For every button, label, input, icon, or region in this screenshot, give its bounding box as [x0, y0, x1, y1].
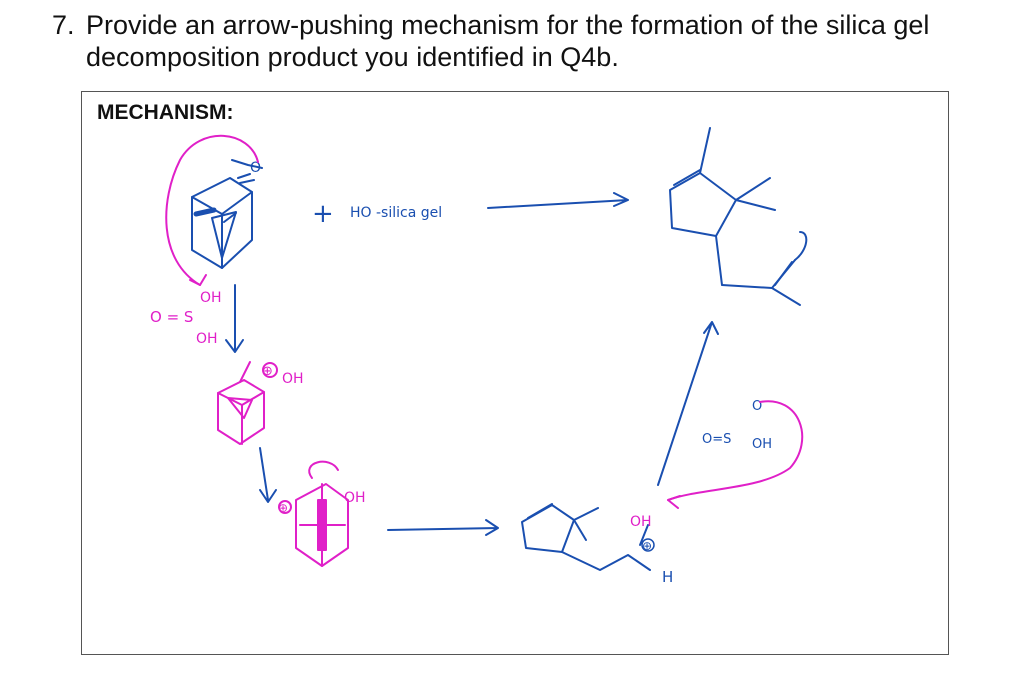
intermediate-2-charge: ⊕ — [278, 501, 288, 515]
question-text-line-2: decomposition product you identified in … — [86, 42, 619, 72]
svg-text:O: O — [250, 160, 261, 176]
intermediate-3-charge: ⊕ — [642, 539, 652, 553]
intermediate-1 — [217, 361, 278, 445]
sulfonic-oh-right: OH — [752, 437, 772, 452]
intermediate-1-oh: OH — [282, 371, 304, 387]
mechanism-label: MECHANISM: — [97, 101, 234, 124]
arrow-up — [657, 321, 719, 486]
question-text-line-1: Provide an arrow-pushing mechanism for t… — [86, 10, 930, 40]
proton-h: H — [662, 568, 673, 586]
arrow-down-2 — [259, 447, 277, 503]
sulfonic-oh-top: OH — [200, 290, 222, 306]
pink-curved-arrow-1 — [165, 134, 259, 286]
intermediate-3 — [521, 503, 651, 571]
pink-curved-arrow-2 — [667, 400, 804, 501]
reagent-label: HO -silica gel — [350, 205, 442, 221]
arrow-down-1 — [225, 284, 244, 353]
question-number: 7. — [52, 10, 75, 40]
arrow-bottom — [387, 519, 499, 536]
plus-sign: + — [312, 199, 334, 229]
intermediate-1-charge: ⊕ — [262, 364, 273, 379]
sulfonic-o-right: O — [752, 399, 762, 414]
sulfonic-acid-left: O = S — [150, 308, 193, 326]
sulfonic-oh-bottom: OH — [196, 331, 218, 347]
sulfonic-acid-right: O=S — [702, 432, 731, 447]
intermediate-2-oh: OH — [344, 490, 366, 506]
starting-material: O — [191, 159, 263, 269]
product-structure — [669, 127, 808, 306]
intermediate-3-oh: OH — [630, 514, 652, 530]
arrow-top — [487, 192, 629, 209]
intermediate-2 — [278, 460, 349, 567]
answer-box — [81, 91, 949, 655]
